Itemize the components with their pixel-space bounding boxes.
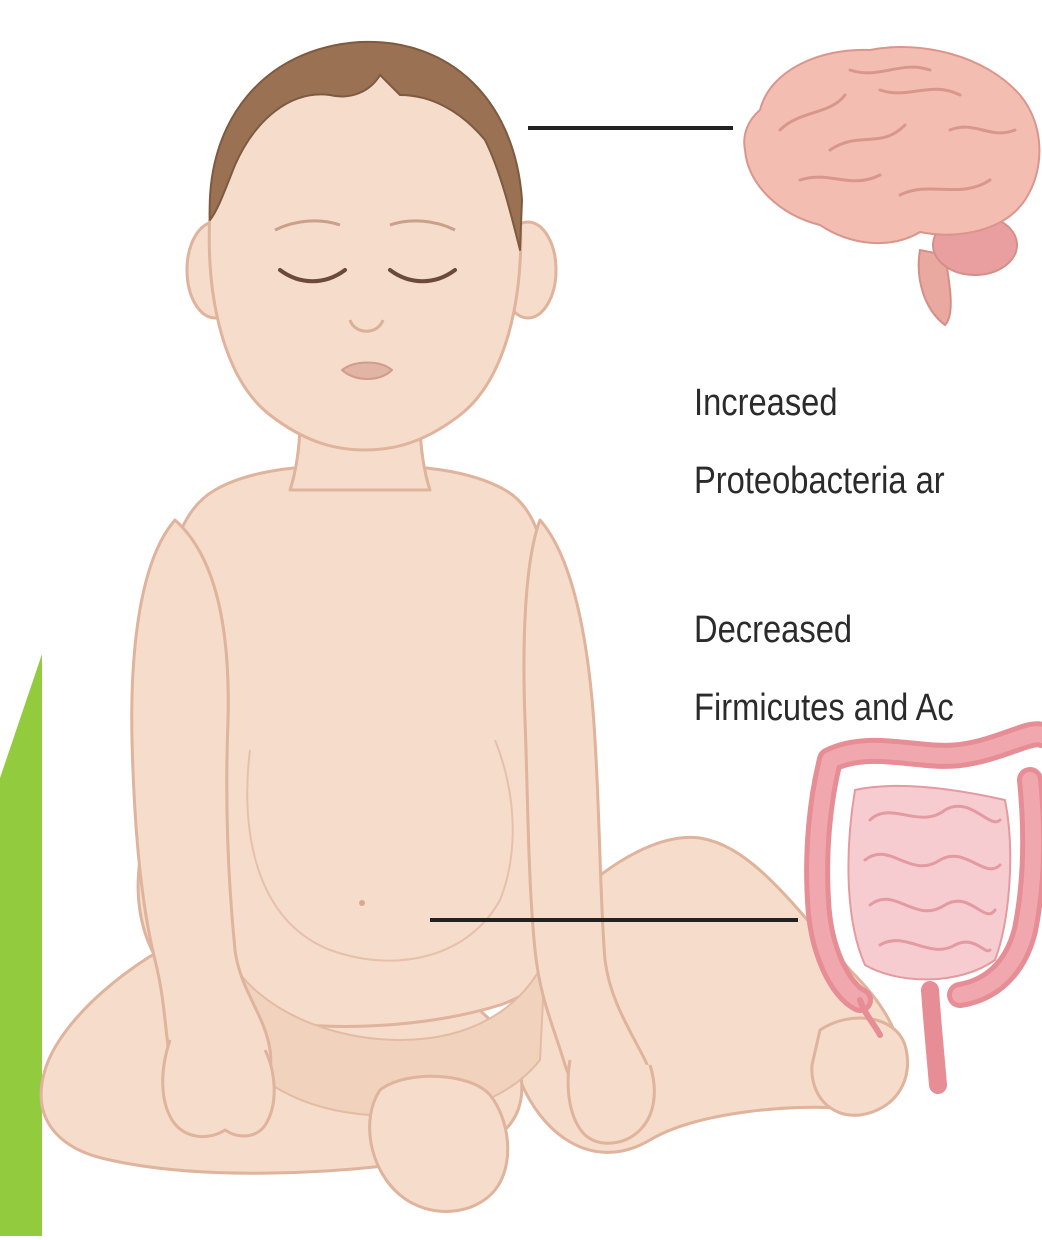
increased-detail: Proteobacteria ar — [694, 462, 945, 500]
baby-right-foot — [812, 1018, 908, 1115]
baby-left-foot — [370, 1076, 508, 1211]
accent-bar — [0, 654, 42, 1236]
brain-icon — [744, 47, 1039, 325]
increased-heading: Increased — [694, 384, 838, 422]
baby-left-hand — [163, 1040, 274, 1137]
decreased-heading: Decreased — [694, 611, 852, 649]
baby-navel — [359, 900, 365, 906]
decreased-detail: Firmicutes and Ac — [694, 689, 954, 727]
